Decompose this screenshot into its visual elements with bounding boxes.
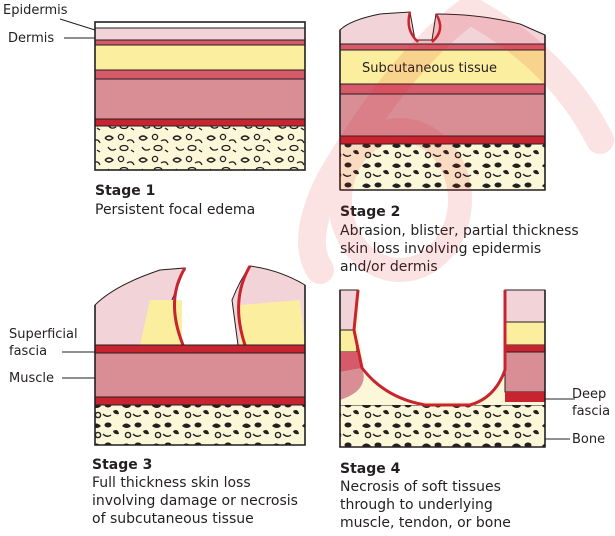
stage-3-deep-fascia-layer <box>95 397 305 405</box>
epidermis-leader <box>60 19 95 30</box>
superficial-fascia-label: Superficial <box>9 327 78 342</box>
muscle-label: Muscle <box>9 371 54 386</box>
stage-1-epidermis-layer <box>95 28 305 40</box>
stage-4-caption-line: through to underlying <box>340 497 493 513</box>
stage-3-heading: Stage 3 <box>92 457 152 473</box>
bone-label: Bone <box>572 432 605 447</box>
superficial-fascia-label: fascia <box>9 344 47 359</box>
stage-3-caption-line: of subcutaneous tissue <box>92 511 254 527</box>
dermis-label: Dermis <box>8 31 54 46</box>
stage-3-caption-line: Full thickness skin loss <box>92 475 251 491</box>
stage-4-heading: Stage 4 <box>340 461 401 477</box>
stage-1-deep-fascia-layer <box>95 119 305 126</box>
stage-4-right-muscle <box>505 352 545 392</box>
stage-3-caption-line: involving damage or necrosis <box>92 493 298 509</box>
stage-4-deep-fascia-layer <box>505 392 545 402</box>
stage-4-bone-layer <box>340 405 545 447</box>
stage-4-diagram: Deep fascia Bone <box>340 290 610 447</box>
stage-4-right-subcutaneous <box>505 322 545 345</box>
stage-3-muscle-layer <box>95 353 305 397</box>
stage-1-heading: Stage 1 <box>95 183 155 199</box>
stage-1-superficial-fascia-layer <box>95 70 305 79</box>
deep-fascia-label: fascia <box>572 404 610 419</box>
stage-1-caption-line: Persistent focal edema <box>95 202 255 218</box>
stage-4-right-skin <box>505 290 545 322</box>
stage-3-bone-layer <box>95 405 305 445</box>
stage-1-bone-layer <box>95 126 305 170</box>
stage-1-subcutaneous-layer <box>95 45 305 70</box>
epidermis-label: Epidermis <box>3 3 68 18</box>
stage-3-right-subcutaneous <box>240 300 305 345</box>
stage-3-superficial-fascia-layer <box>95 345 305 353</box>
stage-4-caption-line: muscle, tendon, or bone <box>340 515 511 531</box>
stage-1-diagram: Epidermis Dermis <box>3 3 305 170</box>
stage-1-dermis-layer <box>95 40 305 45</box>
stage-1-muscle-layer <box>95 79 305 119</box>
stage-4-caption-line: Necrosis of soft tissues <box>340 479 501 495</box>
stage-4-right-fascia <box>505 345 545 352</box>
stage-3-diagram: Superficial fascia Muscle <box>9 266 305 445</box>
deep-fascia-label: Deep <box>572 387 606 402</box>
